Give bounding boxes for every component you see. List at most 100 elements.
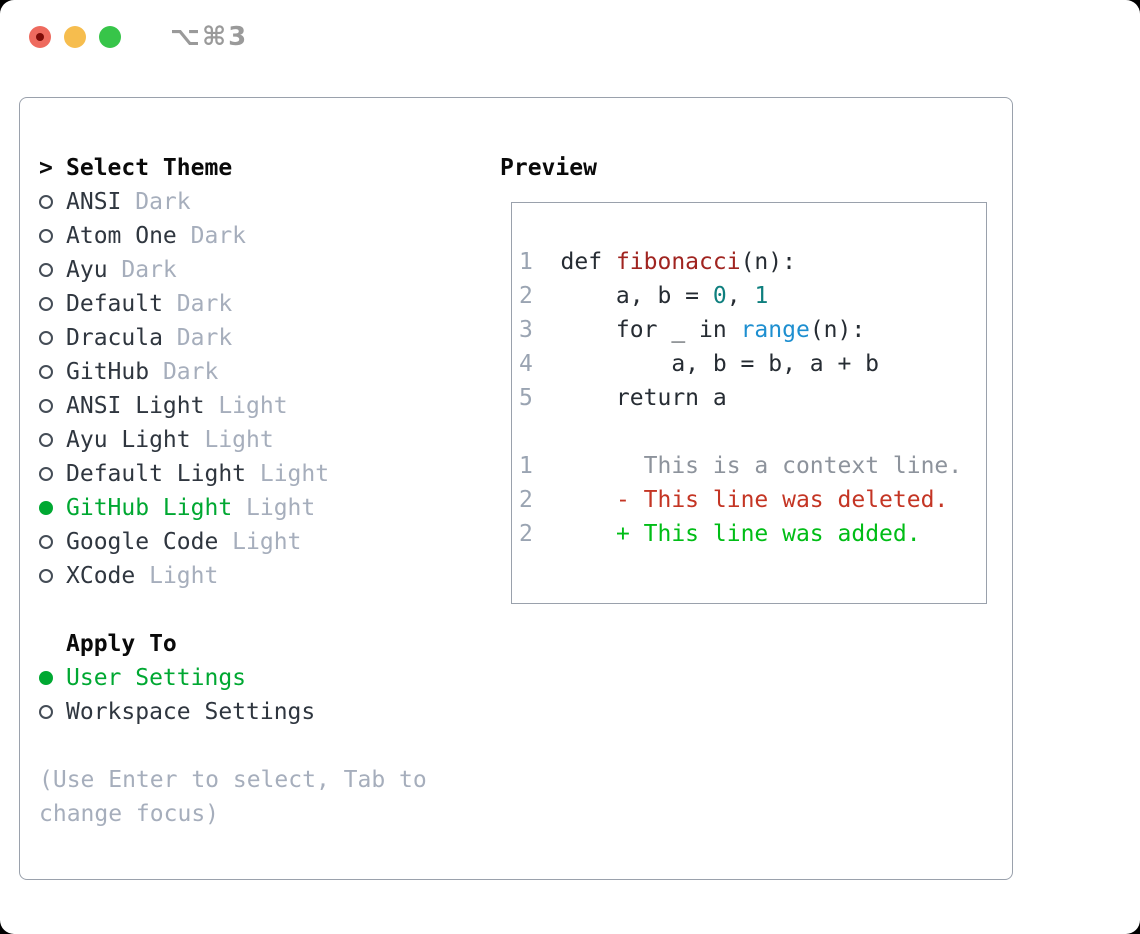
theme-variant: Light bbox=[149, 563, 219, 589]
theme-name: ANSI bbox=[66, 189, 122, 215]
theme-option-github-light[interactable]: GitHub Light Light bbox=[39, 491, 484, 525]
theme-option-dracula-dark[interactable]: Dracula Dark bbox=[39, 321, 484, 355]
diff-added-line: 2 + This line was added. bbox=[519, 517, 986, 551]
line-number: 1 bbox=[519, 453, 533, 479]
apply-option-workspace-settings[interactable]: Workspace Settings bbox=[39, 695, 484, 729]
line-number: 2 bbox=[519, 521, 533, 547]
radio-icon bbox=[39, 297, 53, 311]
apply-to-title: Apply To bbox=[66, 631, 177, 657]
theme-variant: Dark bbox=[135, 189, 191, 215]
code-text: return a bbox=[560, 385, 727, 411]
diff-marker bbox=[616, 453, 644, 479]
theme-name: ANSI Light bbox=[66, 393, 205, 419]
theme-option-atom-one-dark[interactable]: Atom One Dark bbox=[39, 219, 484, 253]
radio-icon bbox=[39, 263, 53, 277]
preview-panel: Preview 1 def fibonacci(n): 2 a, b = 0, 1… bbox=[500, 151, 1005, 604]
function-name: fibonacci bbox=[615, 249, 741, 275]
diff-deleted-line: 2- This line was deleted. bbox=[519, 483, 986, 517]
theme-list: > Select Theme ANSI Dark Atom One Dark A… bbox=[39, 151, 484, 831]
builtin-name: range bbox=[740, 317, 810, 343]
diff-plus-marker: + bbox=[615, 521, 644, 547]
theme-variant: Light bbox=[259, 461, 330, 487]
zoom-button[interactable] bbox=[99, 26, 121, 48]
number-literal: 0 bbox=[712, 283, 727, 309]
code-text: , bbox=[726, 283, 755, 309]
code-text: def bbox=[560, 249, 616, 275]
theme-name: Ayu bbox=[66, 257, 108, 283]
radio-icon bbox=[39, 365, 53, 379]
diff-minus-marker: - bbox=[615, 487, 644, 513]
code-line: 2 a, b = 0, 1 bbox=[519, 279, 986, 313]
radio-icon bbox=[39, 569, 53, 583]
diff-text: This is a context line. bbox=[643, 453, 963, 479]
code-line: 5 return a bbox=[519, 381, 986, 415]
theme-variant: Dark bbox=[121, 257, 177, 283]
spacer bbox=[39, 729, 484, 763]
theme-option-ayu-light[interactable]: Ayu Light Light bbox=[39, 423, 484, 457]
theme-name: Atom One bbox=[66, 223, 177, 249]
preview-code-box: 1 def fibonacci(n): 2 a, b = 0, 1 3 for _… bbox=[511, 202, 987, 604]
line-number: 2 bbox=[519, 487, 533, 513]
code-text: (n): bbox=[740, 249, 796, 275]
window-shortcut-label: ⌥⌘3 bbox=[170, 22, 249, 52]
line-number: 2 bbox=[519, 283, 533, 309]
radio-selected-icon bbox=[39, 671, 53, 685]
theme-option-xcode-light[interactable]: XCode Light bbox=[39, 559, 484, 593]
radio-icon bbox=[39, 535, 53, 549]
theme-name: Google Code bbox=[66, 529, 219, 555]
code-line: 1 def fibonacci(n): bbox=[519, 245, 986, 279]
theme-name: Dracula bbox=[66, 325, 163, 351]
theme-list-header: > Select Theme bbox=[39, 151, 484, 185]
theme-variant: Dark bbox=[190, 223, 247, 249]
theme-name: Default Light bbox=[66, 461, 247, 487]
line-number: 5 bbox=[519, 385, 533, 411]
code-text: a, b = bbox=[560, 283, 713, 309]
diff-context-line: 1 This is a context line. bbox=[519, 449, 986, 483]
spacer bbox=[39, 593, 484, 627]
line-number: 1 bbox=[519, 249, 533, 275]
close-button[interactable] bbox=[29, 26, 51, 48]
code-text: a, b = b, a + b bbox=[560, 351, 880, 377]
radio-icon bbox=[39, 433, 53, 447]
theme-option-ansi-dark[interactable]: ANSI Dark bbox=[39, 185, 484, 219]
theme-name: Ayu Light bbox=[66, 427, 191, 453]
theme-variant: Dark bbox=[176, 291, 233, 317]
keyboard-hint: (Use Enter to select, Tab to change focu… bbox=[39, 767, 427, 827]
theme-option-google-code-light[interactable]: Google Code Light bbox=[39, 525, 484, 559]
apply-option-label: User Settings bbox=[66, 665, 247, 691]
theme-name: GitHub bbox=[66, 359, 150, 385]
code-text: for _ in bbox=[560, 317, 741, 343]
theme-option-default-light[interactable]: Default Light Light bbox=[39, 457, 484, 491]
theme-variant: Light bbox=[246, 495, 316, 521]
radio-icon bbox=[39, 195, 53, 209]
theme-list-title: Select Theme bbox=[66, 155, 233, 181]
radio-icon bbox=[39, 399, 53, 413]
code-line: 3 for _ in range(n): bbox=[519, 313, 986, 347]
line-number: 3 bbox=[519, 317, 533, 343]
theme-variant: Light bbox=[204, 427, 274, 453]
blank-line bbox=[519, 415, 986, 449]
theme-variant: Light bbox=[218, 393, 288, 419]
minimize-button[interactable] bbox=[64, 26, 86, 48]
radio-icon bbox=[39, 331, 53, 345]
theme-option-ansi-light[interactable]: ANSI Light Light bbox=[39, 389, 484, 423]
radio-icon bbox=[39, 229, 53, 243]
number-literal: 1 bbox=[754, 283, 769, 309]
radio-selected-icon bbox=[39, 501, 53, 515]
titlebar: ⌥⌘3 bbox=[0, 0, 1140, 75]
diff-text: This line was added. bbox=[643, 521, 921, 547]
apply-option-user-settings[interactable]: User Settings bbox=[39, 661, 484, 695]
apply-option-label: Workspace Settings bbox=[66, 699, 316, 725]
preview-title: Preview bbox=[500, 155, 597, 181]
theme-variant: Dark bbox=[162, 359, 219, 385]
theme-name: XCode bbox=[66, 563, 136, 589]
theme-picker-panel: > Select Theme ANSI Dark Atom One Dark A… bbox=[19, 97, 1013, 880]
theme-option-ayu-dark[interactable]: Ayu Dark bbox=[39, 253, 484, 287]
theme-name: Default bbox=[66, 291, 163, 317]
theme-name: GitHub Light bbox=[66, 495, 233, 521]
preview-header: Preview bbox=[500, 151, 1005, 185]
theme-option-github-dark[interactable]: GitHub Dark bbox=[39, 355, 484, 389]
theme-option-default-dark[interactable]: Default Dark bbox=[39, 287, 484, 321]
apply-to-header: Apply To bbox=[39, 627, 484, 661]
